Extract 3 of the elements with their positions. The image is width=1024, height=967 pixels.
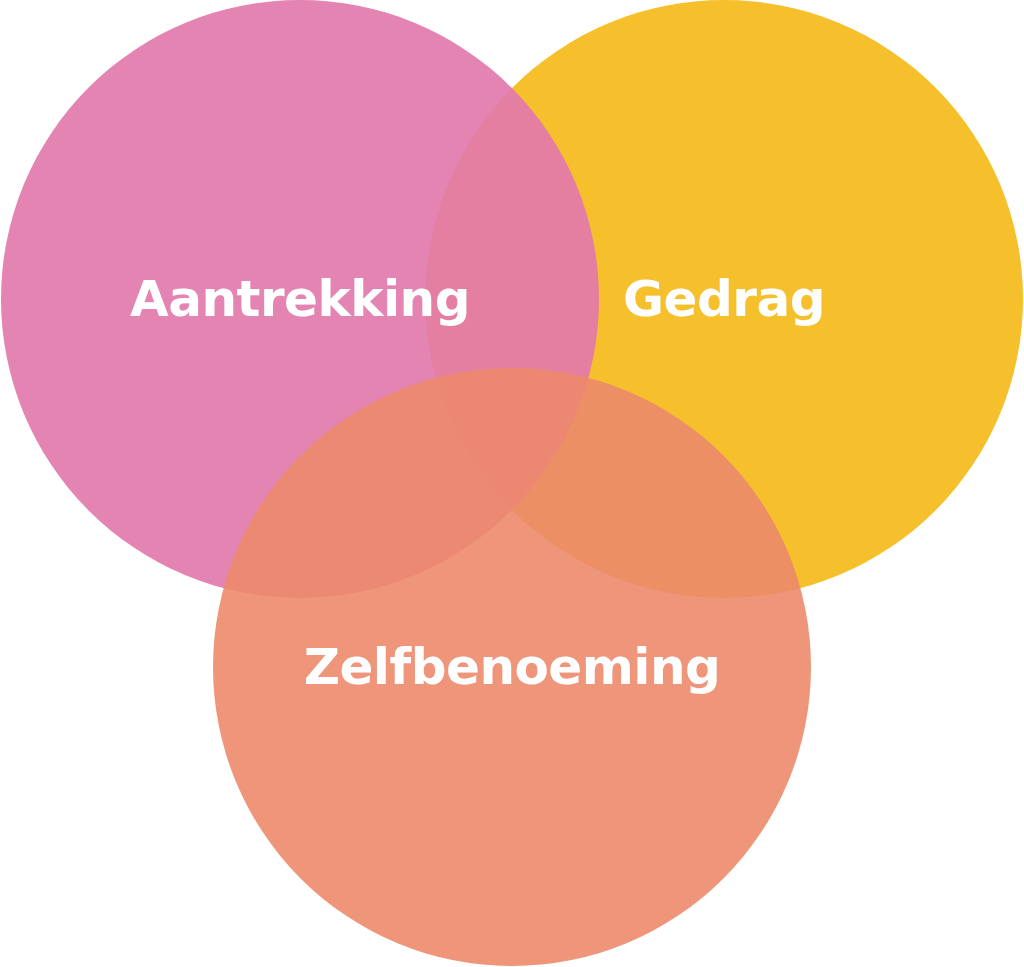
circle-label: Zelfbenoeming	[303, 638, 721, 696]
circle-label: Aantrekking	[129, 270, 470, 328]
circle-label: Gedrag	[623, 270, 825, 328]
